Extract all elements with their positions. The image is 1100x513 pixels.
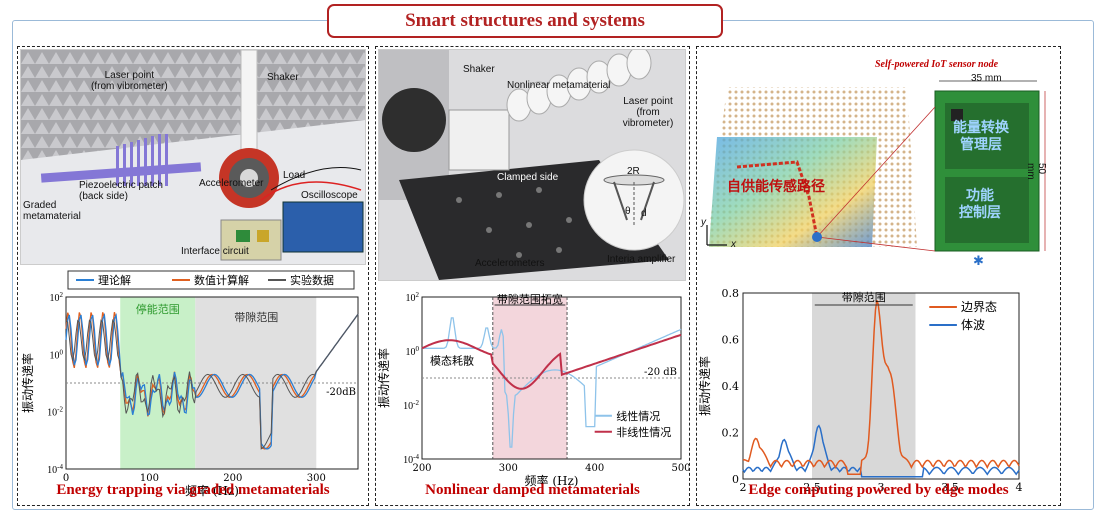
legend-label-2: 实验数据 xyxy=(290,273,334,287)
ytick-1: 100 xyxy=(50,348,64,361)
label-laser-point: Laser point (from vibrometer) xyxy=(91,70,168,92)
xtick3-4: 4 xyxy=(1016,481,1023,491)
series-theory xyxy=(65,312,359,450)
xtick3-2: 3 xyxy=(878,481,885,491)
label-accelerometer: Accelerometer xyxy=(199,178,264,189)
label-piezo: Piezoelectric patch (back side) xyxy=(79,180,163,202)
photo-graded-illustration xyxy=(21,50,365,264)
caption-panel1: Energy trapping via graded metamaterials xyxy=(56,482,330,498)
label-nonlinear-metamaterial: Nonlinear metamaterial xyxy=(507,80,611,91)
label-shaker: Shaker xyxy=(267,72,299,83)
bluetooth-icon: ✱ xyxy=(973,253,984,268)
label-band-widen: 带隙范围拓宽 xyxy=(497,292,563,306)
ytick-2: 10-2 xyxy=(47,406,63,419)
series-bulk xyxy=(742,424,1020,478)
ytick3-3: 0.6 xyxy=(722,334,740,347)
label-2r: 2R xyxy=(627,166,640,177)
y-axis-label-2: 振动传递率 xyxy=(376,348,391,408)
label-gap-band: 带隙范围 xyxy=(234,310,278,324)
xtick3-3: 3.5 xyxy=(941,481,959,491)
edge-mode-illustration xyxy=(706,80,1046,252)
banner-title: Smart structures and systems xyxy=(327,4,723,38)
label-stop-band: 停能范围 xyxy=(136,302,180,316)
panel-energy-trapping: Laser point (from vibrometer) Shaker Pie… xyxy=(17,46,369,506)
label-interface-circuit: Interface circuit xyxy=(181,246,249,257)
legend-label3-0: 边界态 xyxy=(961,300,997,314)
ytick-0: 102 xyxy=(50,291,64,304)
label-accelerometers: Accelerometers xyxy=(475,258,545,269)
xtick-3: 300 xyxy=(307,473,326,484)
xtick-2: 200 xyxy=(223,473,242,484)
xtick-1: 100 xyxy=(140,473,159,484)
ytick2-1: 100 xyxy=(406,345,420,358)
label-ref-20db: -20dB xyxy=(326,387,356,398)
series-nonlinear xyxy=(421,333,682,390)
caption-panel3: Edge computing powered by edge modes xyxy=(748,482,1009,498)
legend-label3-1: 体波 xyxy=(961,318,985,332)
label-height-50mm: 50 mm xyxy=(1025,163,1047,180)
label-path: 自供能传感路径 xyxy=(727,178,825,194)
caption-panel2: Nonlinear damped metamaterials xyxy=(425,482,640,498)
label-board-top: 能量转换 管理层 xyxy=(953,119,1009,152)
y-axis-label-3: 振动传递率 xyxy=(697,356,712,416)
band-region-3 xyxy=(812,293,916,479)
xtick2-1: 300 xyxy=(499,463,518,474)
series-experimental xyxy=(65,313,359,450)
label-theta: θ xyxy=(625,206,631,217)
legend-label2-1: 非线性情况 xyxy=(616,425,671,439)
legend-label-0: 理论解 xyxy=(98,273,131,287)
label-width-35mm: 35 mm xyxy=(971,73,1002,84)
xtick2-2: 400 xyxy=(585,463,604,474)
panel-edge-computing: Self-powered IoT sensor node 35 mm 50 mm… xyxy=(696,46,1061,506)
label-inertia-amplifier: Interia amplifier xyxy=(607,254,676,265)
series-edge xyxy=(742,300,1020,476)
panel-nonlinear: Shaker Nonlinear metamaterial Laser poin… xyxy=(375,46,690,506)
label-clamped-side: Clamped side xyxy=(497,172,559,183)
ytick3-0: 0 xyxy=(732,473,739,486)
label-oscilloscope: Oscilloscope xyxy=(301,190,358,201)
ytick3-4: 0.8 xyxy=(722,287,740,300)
label-board-bottom: 功能 控制层 xyxy=(959,187,1001,220)
series-numeric xyxy=(65,312,359,450)
xtick2-3: 500 xyxy=(671,463,689,474)
legend-label2-0: 线性情况 xyxy=(616,409,660,423)
x-axis-label: 频率 (Hz) xyxy=(185,483,239,497)
photo-nonlinear-setup: Shaker Nonlinear metamaterial Laser poin… xyxy=(378,49,686,281)
legend-label-1: 数值计算解 xyxy=(194,273,249,287)
x-axis-label-2: 频率 (Hz) xyxy=(525,473,579,488)
label-shaker-2: Shaker xyxy=(463,64,495,75)
y-axis-label: 振动传递率 xyxy=(20,353,35,413)
xtick2-0: 200 xyxy=(412,463,431,474)
plot-frame-3 xyxy=(742,292,1020,480)
label-axis-y: y xyxy=(701,217,706,228)
ytick3-1: 0.2 xyxy=(722,427,740,440)
ytick3-2: 0.4 xyxy=(722,380,740,393)
label-laser-point-2: Laser point (from vibrometer) xyxy=(622,96,674,129)
ytick2-0: 102 xyxy=(406,291,420,304)
label-modal: 模态耗散 xyxy=(430,354,474,368)
label-ref-20db-2: -20 dB xyxy=(644,367,677,378)
xtick-0: 0 xyxy=(63,473,69,484)
legend-box xyxy=(67,270,355,290)
ytick2-2: 10-2 xyxy=(403,399,419,412)
label-d: d xyxy=(641,208,647,219)
label-node-title: Self-powered IoT sensor node xyxy=(875,59,999,70)
label-axis-x: x xyxy=(731,239,736,250)
photo-graded-setup: Laser point (from vibrometer) Shaker Pie… xyxy=(20,49,366,265)
label-load: Load xyxy=(283,170,306,181)
ytick-3: 10-4 xyxy=(47,463,63,476)
label-band-3: 带隙范围 xyxy=(842,290,886,304)
xtick3-0: 2 xyxy=(740,481,747,491)
photo-nonlinear-illustration xyxy=(379,50,685,280)
xtick3-1: 2.5 xyxy=(803,481,821,491)
label-graded: Graded metamaterial xyxy=(23,200,81,222)
